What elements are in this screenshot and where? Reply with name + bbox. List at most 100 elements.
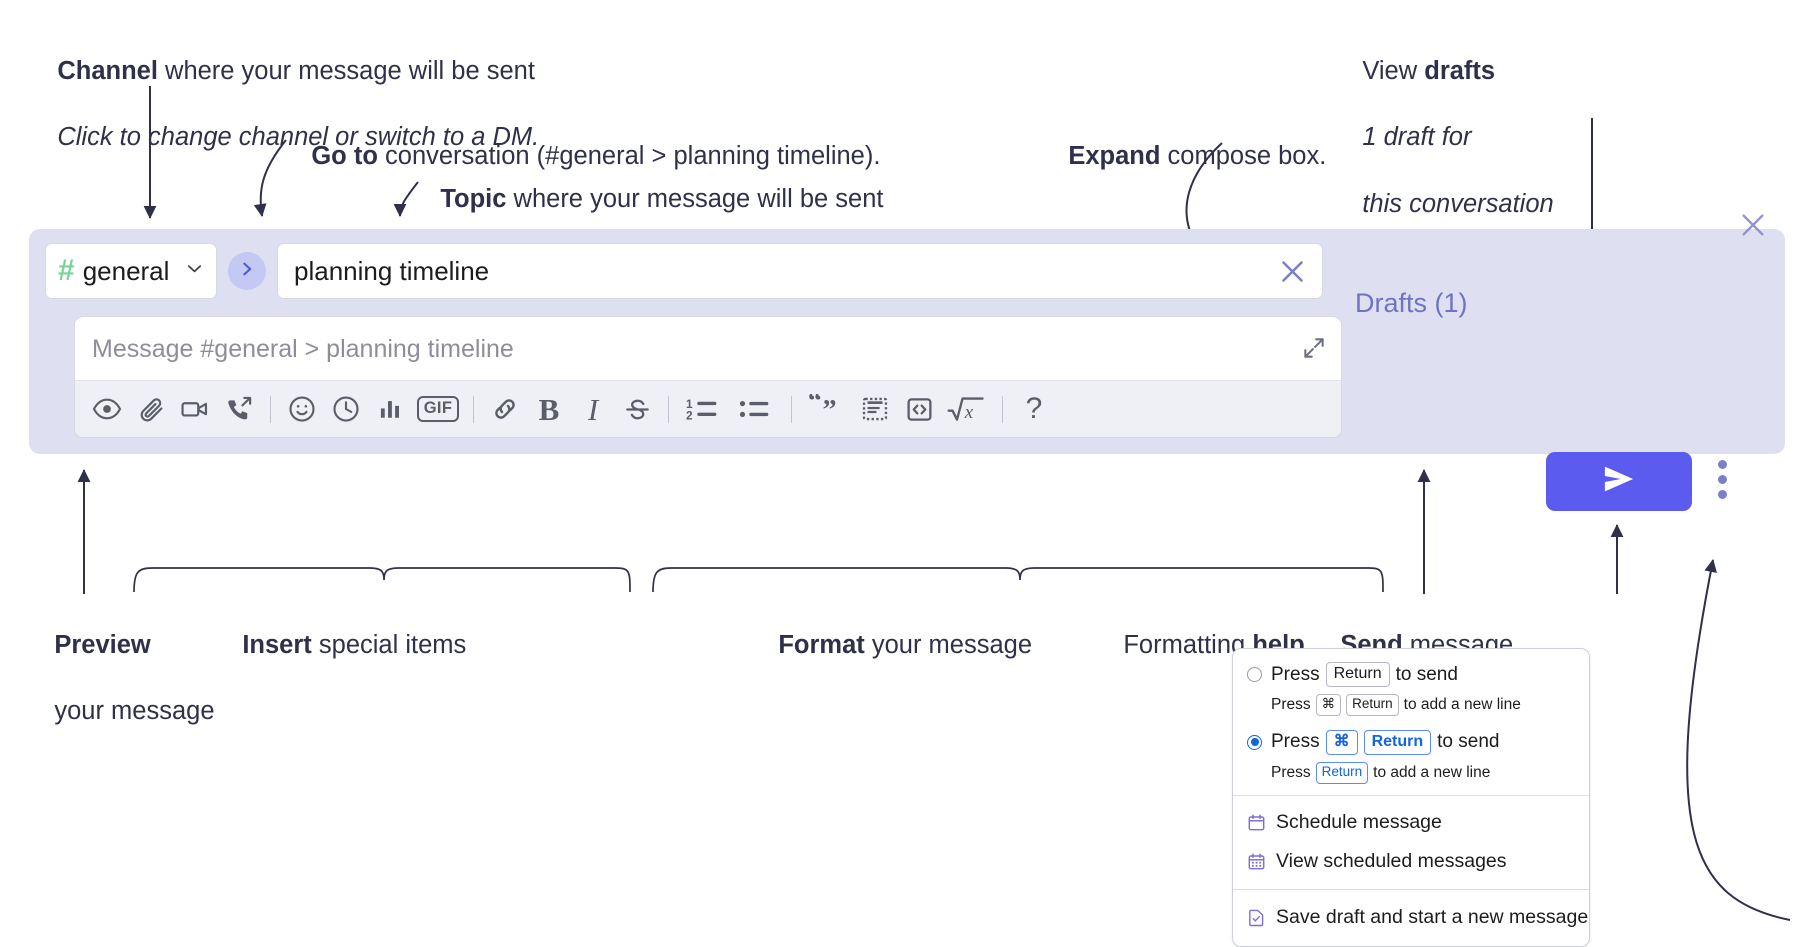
inline-code-button[interactable] <box>897 387 941 431</box>
more-vertical-icon-dot-1 <box>1718 460 1727 469</box>
calendar-icon <box>1247 813 1266 832</box>
italic-label: I <box>587 391 599 427</box>
toolbar-separator-5 <box>1002 395 1003 423</box>
annotation-insert-bold: Insert <box>242 631 312 660</box>
annotation-expand: Expand compose box. <box>1040 107 1326 206</box>
svg-text:x: x <box>964 402 974 423</box>
annotation-channel: Channel where your message will be sent … <box>29 22 539 188</box>
send-option-cmd-return-line: Press ⌘ Return to send <box>1271 729 1500 755</box>
radio-return[interactable] <box>1247 667 1262 682</box>
menu-item-save-draft-label: Save draft and start a new message <box>1276 905 1589 928</box>
menu-item-schedule-label: Schedule message <box>1276 810 1442 833</box>
annotation-channel-italic: Click to change channel or switch to a D… <box>57 123 540 152</box>
bold-label: B <box>538 391 560 427</box>
menu-draft-group: Save draft and start a new message <box>1233 890 1589 946</box>
link-button[interactable] <box>483 387 527 431</box>
send-option-cmd-return[interactable]: Press ⌘ Return to send <box>1233 729 1589 755</box>
document-check-icon <box>1247 908 1266 927</box>
blockquote-button[interactable]: “ ” <box>801 387 853 431</box>
svg-text:“: “ <box>809 394 822 417</box>
annotation-topic-bold: Topic <box>440 185 507 214</box>
key-return-selected: Return <box>1363 729 1432 755</box>
option-cmd-sub-press: Press <box>1271 763 1311 781</box>
close-icon[interactable] <box>1277 256 1308 287</box>
hash-icon: # <box>58 254 75 287</box>
annotation-channel-bold: Channel <box>57 57 158 86</box>
topic-value: planning timeline <box>294 255 490 286</box>
annotation-preview-bold: Preview <box>54 631 151 660</box>
annotation-format: Format your message <box>750 596 1032 695</box>
topic-input[interactable]: planning timeline <box>277 243 1323 299</box>
chevron-right-icon <box>238 260 256 283</box>
preview-button[interactable] <box>85 387 129 431</box>
annotation-expand-rest: compose box. <box>1160 142 1327 171</box>
panel-close-icon[interactable] <box>1737 209 1769 246</box>
huddle-button[interactable] <box>217 387 261 431</box>
calendar-grid-icon <box>1247 852 1266 871</box>
annotation-insert-rest: special items <box>311 631 467 660</box>
send-button[interactable] <box>1546 452 1692 511</box>
send-option-return[interactable]: Press Return to send <box>1233 662 1589 687</box>
compose-options-button[interactable] <box>1718 460 1727 499</box>
send-option-return-subline: Press ⌘ Return to add a new line <box>1233 694 1589 716</box>
annotation-goto: Go to conversation (#general > planning … <box>283 107 880 206</box>
formatting-help-button[interactable]: ? <box>1012 387 1056 431</box>
bold-button[interactable]: B <box>527 387 571 431</box>
annotation-drafts: View drafts 1 draft for this conversatio… <box>1334 22 1554 254</box>
goto-conversation-button[interactable] <box>228 252 266 290</box>
menu-item-save-draft[interactable]: Save draft and start a new message <box>1233 898 1589 937</box>
menu-item-view-scheduled[interactable]: View scheduled messages <box>1233 842 1589 881</box>
menu-divider-1 <box>1233 794 1589 796</box>
send-option-cmd-subline: Press Return to add a new line <box>1233 761 1589 784</box>
radio-cmd-return[interactable] <box>1247 734 1262 750</box>
math-button[interactable]: x <box>941 387 993 431</box>
schedule-reminder-button[interactable] <box>324 387 368 431</box>
compose-options-menu: Press Return to send Press ⌘ Return to a… <box>1232 648 1590 947</box>
send-shortcut-options: Press Return to send Press ⌘ Return to a… <box>1233 649 1589 795</box>
option-return-sub-tail: to add a new line <box>1403 695 1521 713</box>
attach-file-button[interactable] <box>129 387 173 431</box>
toolbar-separator-4 <box>791 395 792 423</box>
chevron-down-icon <box>185 259 204 283</box>
gif-label: GIF <box>416 396 460 422</box>
key-return-sub: Return <box>1346 694 1399 716</box>
annotation-topic-rest: where your message will be sent <box>506 185 884 214</box>
option-return-sub-press: Press <box>1271 695 1311 713</box>
strikethrough-button[interactable] <box>615 387 659 431</box>
message-input-card[interactable]: Message #general > planning timeline <box>74 316 1342 438</box>
video-clip-button[interactable] <box>173 387 217 431</box>
annotation-channel-rest: where your message will be sent <box>157 57 535 86</box>
menu-schedule-group: Schedule message View scheduled messages <box>1233 796 1589 889</box>
gif-button[interactable]: GIF <box>412 387 464 431</box>
compose-header-row: # general planning timeline <box>45 243 1323 299</box>
svg-text:”: ” <box>823 395 837 424</box>
poll-button[interactable] <box>368 387 412 431</box>
expand-icon[interactable] <box>1301 335 1327 366</box>
ordered-list-button[interactable]: 1 2 <box>678 387 730 431</box>
option-cmd-tosend: to send <box>1437 731 1500 753</box>
emoji-button[interactable] <box>280 387 324 431</box>
more-vertical-icon-dot-2 <box>1718 475 1727 484</box>
option-return-tosend: to send <box>1395 663 1458 685</box>
option-cmd-sub-tail: to add a new line <box>1373 763 1491 781</box>
annotation-goto-rest: conversation (#general > planning timeli… <box>377 142 881 171</box>
annotation-format-bold: Format <box>778 631 865 660</box>
compose-panel: # general planning timeline Message #gen… <box>29 229 1785 454</box>
code-block-button[interactable] <box>853 387 897 431</box>
annotation-format-rest: your message <box>864 631 1033 660</box>
message-input[interactable]: Message #general > planning timeline <box>92 335 514 363</box>
bulleted-list-button[interactable] <box>730 387 782 431</box>
annotation-drafts-italic-2: this conversation <box>1362 189 1554 218</box>
italic-button[interactable]: I <box>571 387 615 431</box>
menu-item-view-scheduled-label: View scheduled messages <box>1276 849 1507 872</box>
menu-divider-2 <box>1233 888 1589 890</box>
annotation-drafts-bold: drafts <box>1424 57 1496 86</box>
svg-text:1: 1 <box>686 397 693 411</box>
drafts-link[interactable]: Drafts (1) <box>1355 288 1468 318</box>
menu-item-schedule-message[interactable]: Schedule message <box>1233 803 1589 842</box>
option-cmd-press: Press <box>1271 731 1320 753</box>
channel-selector[interactable]: # general <box>45 243 217 299</box>
annotation-preview: Preview your message <box>26 596 214 762</box>
send-icon <box>1599 462 1639 501</box>
